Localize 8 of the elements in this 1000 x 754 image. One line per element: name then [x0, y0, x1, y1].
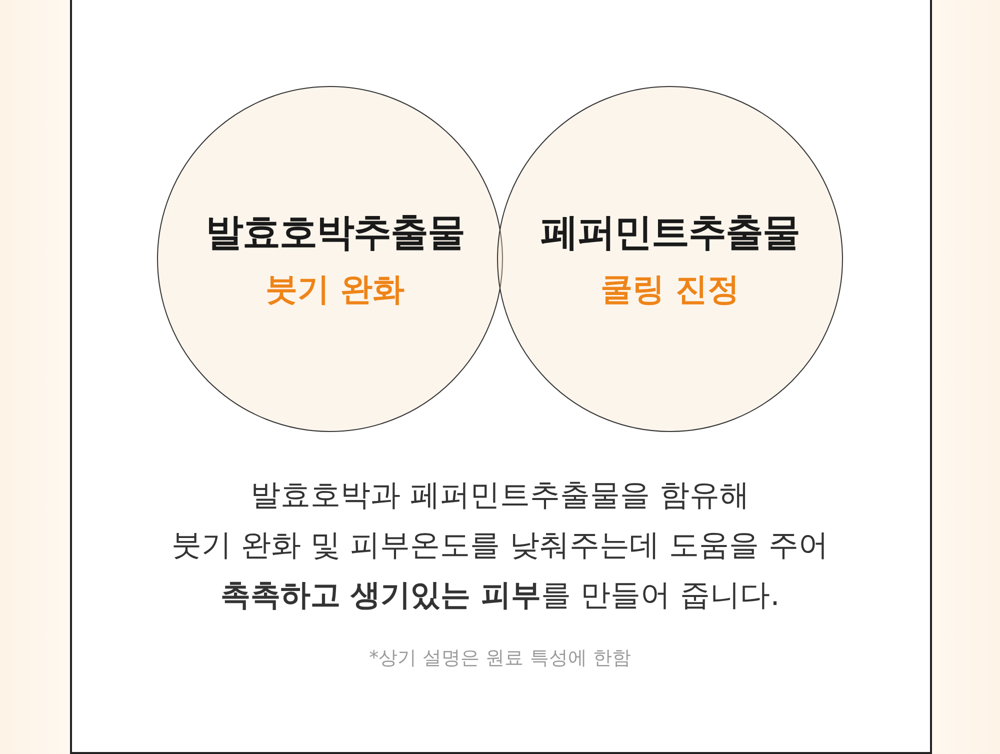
circle-heading: 페퍼민트추출물 [540, 208, 800, 256]
description-text: 붓기 완화 및 피부온도를 낮춰주는데 도움을 주어 [170, 527, 830, 565]
footnote: *상기 설명은 원료 특성에 한함 [368, 646, 632, 671]
circle-heading: 발효호박추출물 [206, 208, 464, 256]
circle-subtitle: 붓기 완화 [265, 268, 405, 310]
description-text: 촉촉하고 생기있는 피부를 만들어 줍니다. [219, 577, 781, 615]
description-text: 발효호박과 페퍼민트추출물을 함유해 [249, 477, 751, 515]
circle-subtitle: 쿨링 진정 [600, 268, 740, 310]
